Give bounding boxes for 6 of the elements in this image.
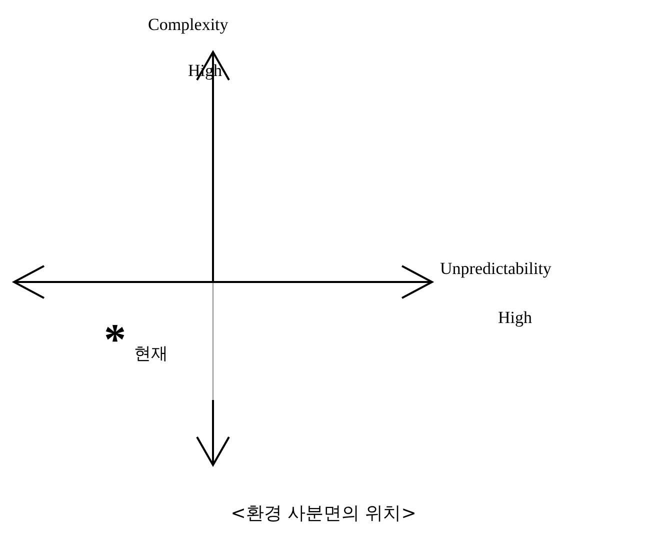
caption: <환경 사분면의 위치> bbox=[230, 502, 416, 526]
axis-title: Complexity bbox=[148, 14, 228, 36]
position-label: 현재 bbox=[134, 343, 168, 366]
axis-end-label: High bbox=[498, 307, 532, 329]
position-marker: * bbox=[104, 318, 126, 362]
axis-title: Unpredictability bbox=[440, 258, 552, 280]
